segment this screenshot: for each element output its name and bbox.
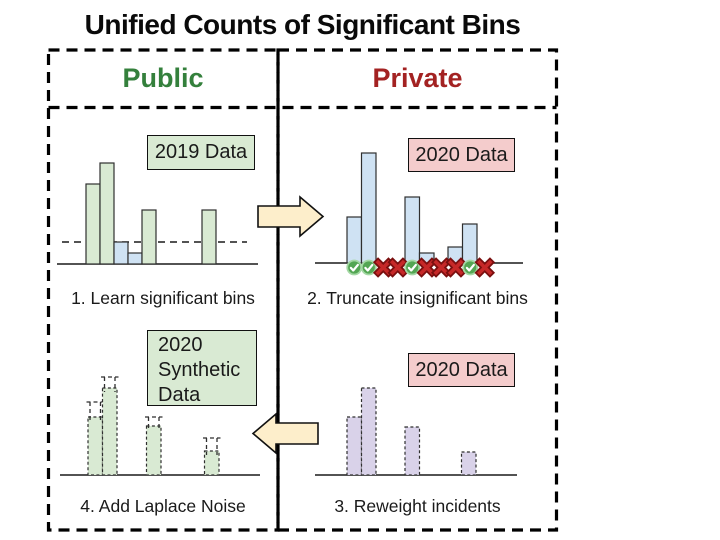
step-caption-1: 1. Learn significant bins <box>71 288 255 308</box>
check-glyph <box>407 263 417 272</box>
step-caption-4: 4. Add Laplace Noise <box>80 496 246 516</box>
diagram-title: Unified Counts of Significant Bins <box>84 9 521 40</box>
step-caption-2: 2. Truncate insignificant bins <box>307 288 528 308</box>
data-label-2019: 2019 Data <box>147 135 255 170</box>
bar <box>99 162 115 265</box>
bar <box>85 183 101 265</box>
bar <box>346 416 363 476</box>
bar <box>460 451 477 476</box>
x-icon <box>477 259 493 276</box>
data-label-2020-top: 2020 Data <box>408 138 515 172</box>
left-arrow-icon <box>251 412 319 455</box>
bar <box>113 241 129 265</box>
check-glyph <box>349 263 359 272</box>
bar <box>87 416 104 476</box>
bar <box>101 387 118 476</box>
bar <box>145 425 162 476</box>
x-icon <box>390 259 406 276</box>
check-glyph <box>364 263 374 272</box>
right-arrow-icon <box>257 195 325 238</box>
x-icon <box>448 259 464 276</box>
x-icon <box>433 259 449 276</box>
check-icon <box>346 259 363 276</box>
private-column-header: Private <box>372 63 463 93</box>
x-icon <box>419 259 435 276</box>
bar <box>360 387 377 476</box>
bar <box>461 223 478 264</box>
x-icon <box>375 259 391 276</box>
data-label-2020-synthetic: 2020 Synthetic Data <box>147 330 257 406</box>
bar <box>360 152 377 264</box>
bar <box>346 216 363 264</box>
public-column-header: Public <box>122 63 204 93</box>
bar <box>141 209 157 265</box>
step-caption-3: 3. Reweight incidents <box>334 496 501 516</box>
bar <box>203 450 220 476</box>
public-column-box <box>46 48 280 532</box>
check-glyph <box>465 263 475 272</box>
bar <box>404 426 421 476</box>
bar <box>404 196 421 264</box>
data-label-2020-bottom: 2020 Data <box>408 353 515 387</box>
bar <box>201 209 217 265</box>
bar <box>127 252 143 265</box>
